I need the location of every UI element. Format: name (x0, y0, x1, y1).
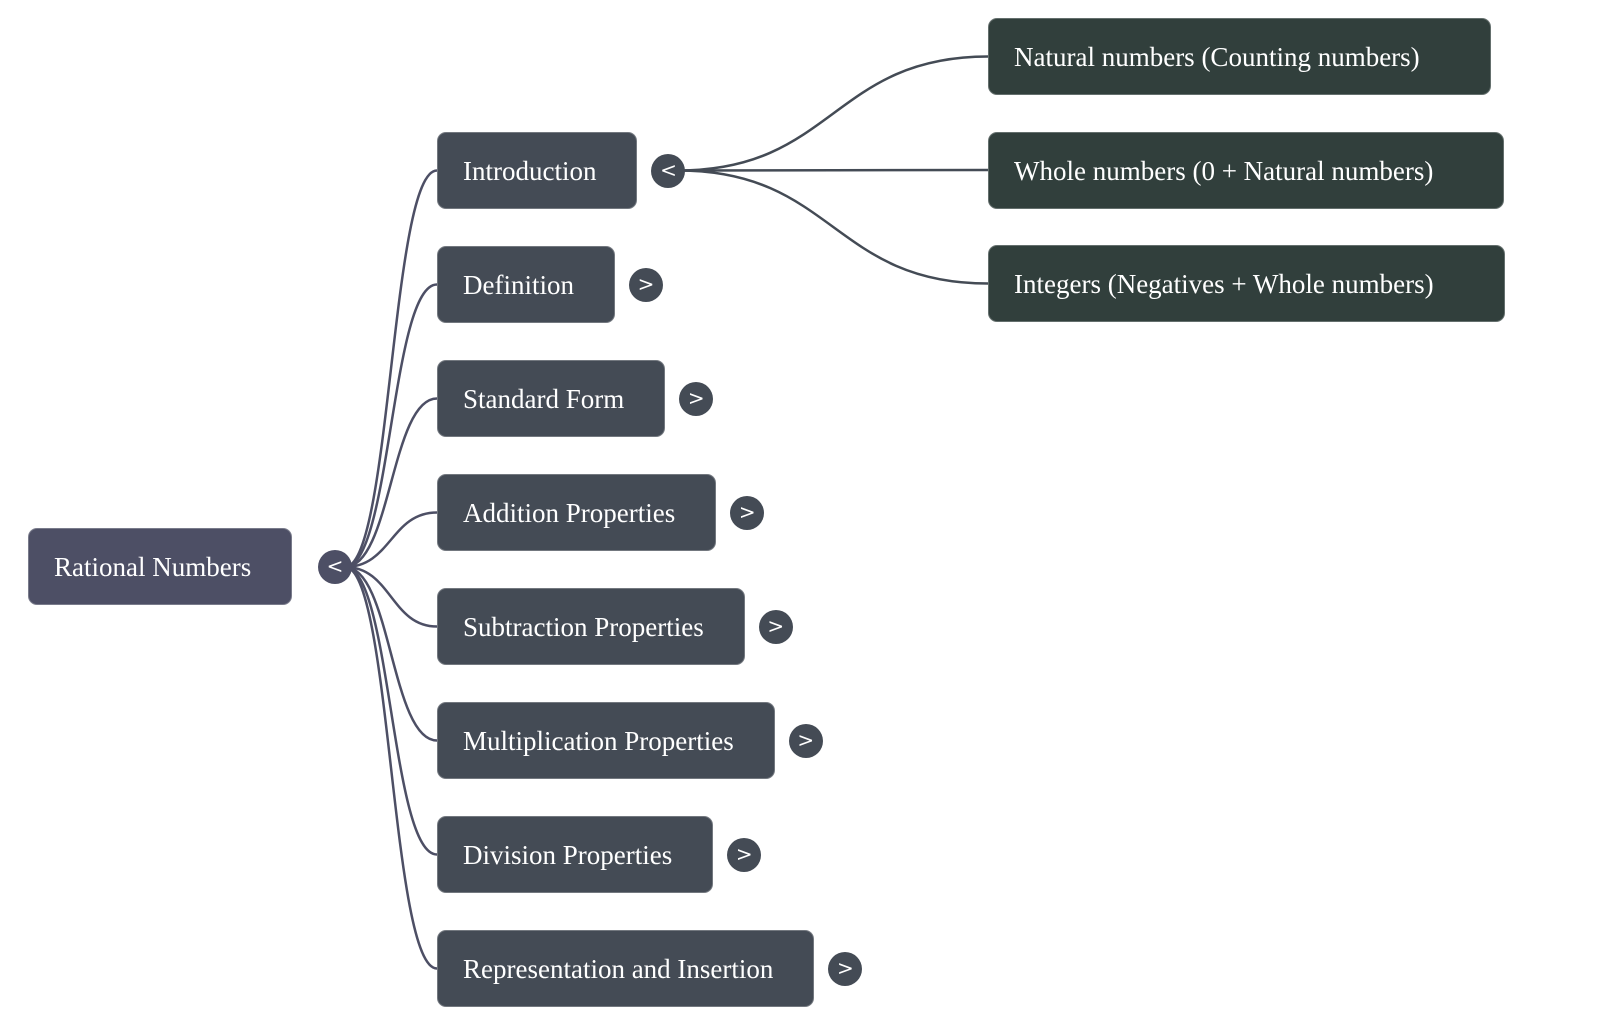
edge-root-to-topic (344, 565, 438, 856)
edge-root-to-topic (344, 511, 438, 569)
edge-root-to-topic (344, 565, 438, 628)
expand-toggle-icon[interactable]: > (730, 495, 765, 530)
collapse-toggle-icon[interactable]: < (318, 550, 352, 584)
subtopic-label: Integers (Negatives + Whole numbers) (1014, 269, 1434, 299)
topic-label: Division Properties (463, 840, 673, 870)
subtopic-label: Whole numbers (0 + Natural numbers) (1014, 155, 1434, 186)
subtopic-node[interactable]: Natural numbers (Counting numbers) (988, 18, 1491, 95)
expand-toggle-icon[interactable]: > (828, 951, 863, 986)
topic-node[interactable]: Division Properties (437, 816, 714, 893)
topic-label: Definition (463, 270, 574, 300)
edge-root-to-topic (344, 565, 438, 970)
topic-node[interactable]: Standard Form (437, 360, 666, 437)
topic-label: Subtraction Properties (463, 612, 704, 642)
edge-root-to-topic (344, 283, 438, 569)
expand-toggle-icon[interactable]: > (727, 837, 762, 872)
topic-node[interactable]: Subtraction Properties (437, 588, 745, 665)
subtopic-node[interactable]: Integers (Negatives + Whole numbers) (988, 245, 1505, 322)
expand-toggle-icon[interactable]: > (679, 381, 714, 416)
topic-node[interactable]: Definition (437, 246, 615, 323)
topic-label: Standard Form (463, 384, 625, 414)
topic-node[interactable]: Representation and Insertion (437, 930, 815, 1007)
subtopic-node[interactable]: Whole numbers (0 + Natural numbers) (988, 131, 1505, 209)
edge-topic-to-subtopic (678, 168, 989, 172)
topic-label: Multiplication Properties (463, 726, 734, 756)
topic-node[interactable]: Multiplication Properties (437, 702, 775, 779)
topic-label: Representation and Insertion (463, 954, 774, 984)
edge-root-to-topic (344, 565, 438, 742)
expand-toggle-icon[interactable]: > (758, 609, 793, 644)
collapse-toggle-icon[interactable]: < (651, 153, 686, 188)
subtopic-label: Natural numbers (Counting numbers) (1014, 42, 1420, 72)
topic-node[interactable]: Introduction (437, 132, 638, 209)
root-node[interactable]: Rational Numbers (28, 528, 293, 605)
edge-topic-to-subtopic (678, 169, 989, 285)
topic-node[interactable]: Addition Properties (437, 474, 717, 551)
edge-topic-to-subtopic (678, 55, 989, 172)
expand-toggle-icon[interactable]: > (628, 267, 663, 302)
expand-toggle-icon[interactable]: > (788, 723, 823, 758)
edge-root-to-topic (344, 169, 438, 569)
topic-label: Introduction (463, 156, 597, 186)
edge-root-to-topic (344, 397, 438, 569)
root-label: Rational Numbers (54, 552, 252, 582)
topic-label: Addition Properties (463, 498, 676, 528)
